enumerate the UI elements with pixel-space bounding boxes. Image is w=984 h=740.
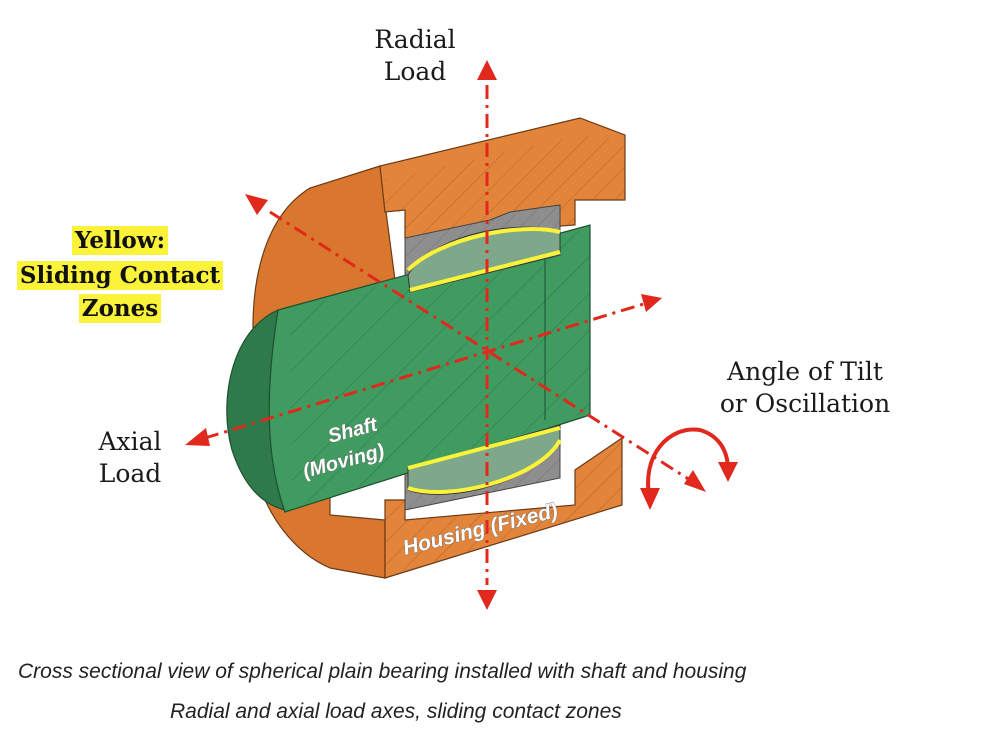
legend-yellow-title: Yellow: [71,226,169,255]
tilt-label-line2: or Oscillation [719,389,891,418]
contact-zone-bottom-arc [407,438,562,495]
axial-load-label: Axial Load [70,426,190,490]
sliding-contact-zones [406,227,562,495]
caption-line-1: Cross sectional view of spherical plain … [18,660,747,683]
axial-load-line1: Axial [98,427,162,456]
axial-load-line2: Load [98,459,162,488]
contact-zone-bottom-line [407,426,561,470]
oscillation-arrow-right-icon [718,462,738,482]
oscillation-arrow-left-icon [640,488,660,510]
radial-load-line1: Radial [374,25,456,54]
shaft-hatch [290,228,590,508]
load-axes [204,85,691,585]
radial-load-label: Radial Load [365,24,465,88]
axis-arrowheads [185,60,706,610]
oscillation-arrow [640,427,738,510]
bearing-cross-section-diagram: Shaft (Moving) Housing (Fixed) [185,60,738,610]
axial-left-arrow-icon [185,428,210,446]
tilt-axis-line [269,210,691,482]
housing-top-hatch [385,135,625,238]
tilt-lower-right-arrow-icon [684,470,706,492]
tilt-label: Angle of Tilt or Oscillation [700,356,910,420]
tilt-label-line1: Angle of Tilt [727,357,883,386]
radial-load-line2: Load [383,57,447,86]
radial-up-arrow-icon [477,60,497,80]
sliding-contact-legend: Yellow: Sliding Contact Zones [10,226,230,323]
housing-bottom-hatch [385,440,622,576]
radial-down-arrow-icon [477,590,497,610]
caption-line-2: Radial and axial load axes, sliding cont… [170,700,622,723]
axial-right-arrow-icon [641,294,662,312]
contact-zone-top-arc [406,227,561,272]
contact-zone-top-line [409,250,561,292]
axial-axis-line [204,300,651,440]
tilt-upper-left-arrow-icon [245,194,268,215]
oscillation-arc [646,427,730,501]
legend-sliding-contact: Sliding Contact [16,261,224,290]
legend-zones: Zones [78,294,162,323]
